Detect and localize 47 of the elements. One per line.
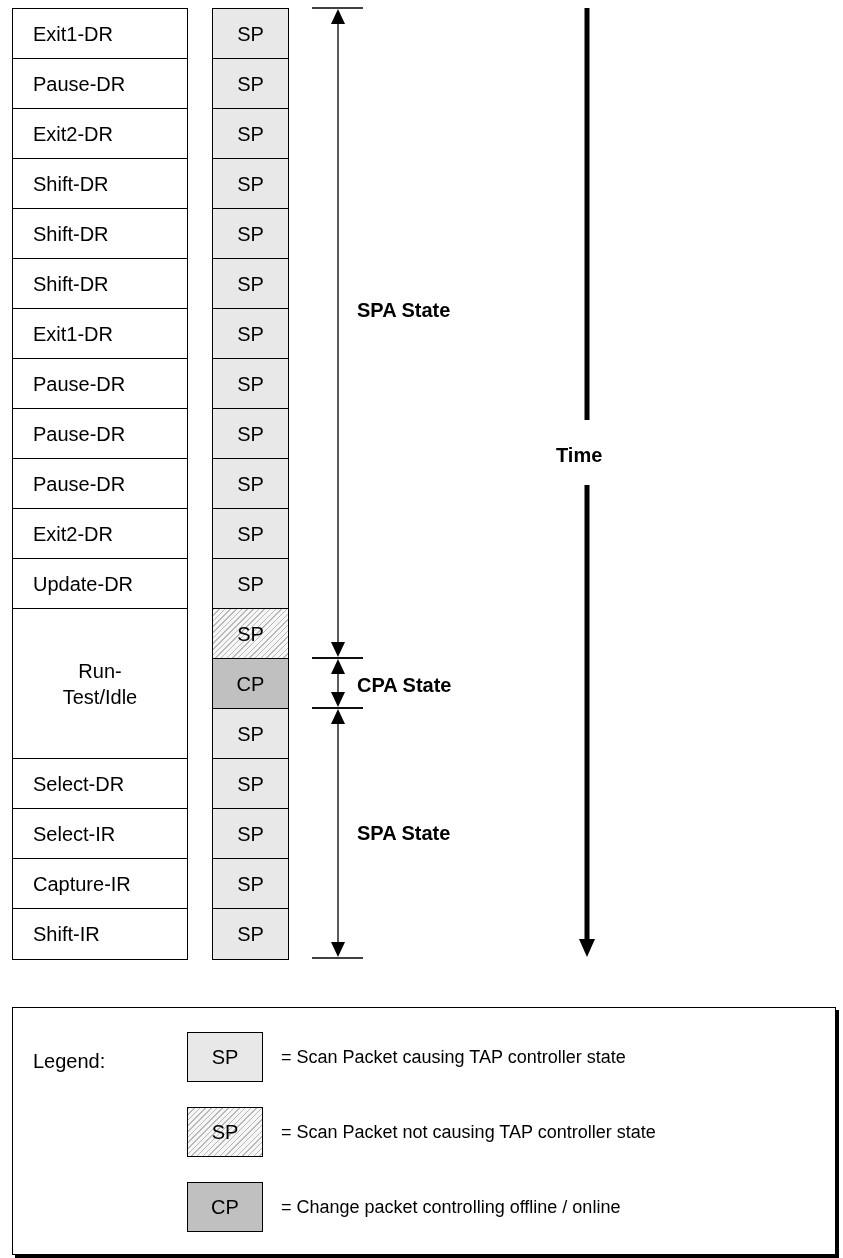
state-box: Shift-DR	[12, 258, 188, 310]
state-box: Select-DR	[12, 758, 188, 810]
state-box: Exit2-DR	[12, 508, 188, 560]
legend-title: Legend:	[33, 1049, 106, 1074]
state-box: Pause-DR	[12, 58, 188, 110]
packet-box: CP	[212, 658, 289, 710]
packet-box: SP	[212, 808, 289, 860]
state-box: Update-DR	[12, 558, 188, 610]
dimension-label: SPA State	[357, 298, 451, 323]
state-box: Exit2-DR	[12, 108, 188, 160]
packet-box: SP	[212, 708, 289, 760]
axis-label: Time	[556, 443, 603, 468]
state-box: Shift-IR	[12, 908, 188, 960]
legend-text: = Change packet controlling offline / online	[281, 1195, 621, 1219]
legend-text: = Scan Packet not causing TAP controller state	[281, 1120, 656, 1144]
state-box: Select-IR	[12, 808, 188, 860]
packet-box: SP	[212, 758, 289, 810]
packet-box: SP	[212, 608, 289, 660]
packet-box: SP	[212, 858, 289, 910]
packet-box: SP	[212, 558, 289, 610]
packet-box: SP	[212, 208, 289, 260]
legend-swatch: SP	[187, 1032, 263, 1082]
packet-box: SP	[212, 8, 289, 60]
packet-box: SP	[212, 258, 289, 310]
legend-text: = Scan Packet causing TAP controller state	[281, 1045, 626, 1069]
state-box: Capture-IR	[12, 858, 188, 910]
packet-box: SP	[212, 158, 289, 210]
state-box: Pause-DR	[12, 408, 188, 460]
legend-swatch: CP	[187, 1182, 263, 1232]
state-box: Shift-DR	[12, 158, 188, 210]
packet-box: SP	[212, 358, 289, 410]
packet-box: SP	[212, 908, 289, 960]
state-box: Run-Test/Idle	[12, 608, 188, 760]
state-box: Pause-DR	[12, 358, 188, 410]
packet-box: SP	[212, 58, 289, 110]
state-box: Pause-DR	[12, 458, 188, 510]
packet-box: SP	[212, 508, 289, 560]
packet-box: SP	[212, 108, 289, 160]
state-box: Exit1-DR	[12, 308, 188, 360]
dimension-label: SPA State	[357, 821, 451, 846]
legend-swatch: SP	[187, 1107, 263, 1157]
packet-box: SP	[212, 408, 289, 460]
state-box: Shift-DR	[12, 208, 188, 260]
state-box: Exit1-DR	[12, 8, 188, 60]
packet-box: SP	[212, 308, 289, 360]
dimension-label: CPA State	[357, 673, 452, 698]
packet-box: SP	[212, 458, 289, 510]
